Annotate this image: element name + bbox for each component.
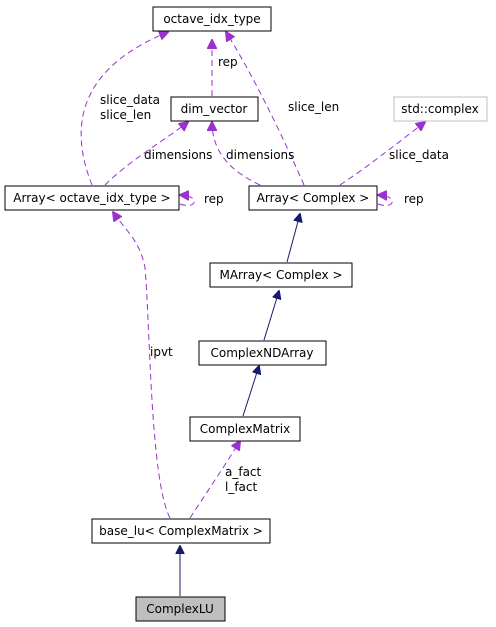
edge-label-slice-data-right: slice_data xyxy=(389,148,449,162)
node-marray-complex-label: MArray< Complex > xyxy=(219,268,342,282)
node-array-complex[interactable]: Array< Complex > xyxy=(248,185,378,211)
edge-label-dimensions-left: dimensions xyxy=(144,148,212,162)
node-dim-vector-label: dim_vector xyxy=(181,102,248,116)
edge-label-rep-left: rep xyxy=(204,192,224,206)
node-marray-complex[interactable]: MArray< Complex > xyxy=(209,262,353,288)
node-std-complex-label: std::complex xyxy=(401,102,479,116)
node-complex-nd-array[interactable]: ComplexNDArray xyxy=(198,340,327,366)
edge-rep-self-arrayidx xyxy=(180,195,195,206)
node-complex-lu-label: ComplexLU xyxy=(146,602,214,616)
edge-label-slice-len-right: slice_len xyxy=(288,100,339,114)
edge-inherit-ndarray-marray xyxy=(263,291,279,341)
node-array-complex-label: Array< Complex > xyxy=(257,191,370,205)
node-octave-idx-type[interactable]: octave_idx_type xyxy=(152,6,272,32)
edge-label-ipvt: ipvt xyxy=(150,345,173,359)
edge-label-l-fact: l_fact xyxy=(225,480,258,494)
edge-dimensions-arrayidx-dimvector xyxy=(104,122,188,186)
node-octave-idx-type-label: octave_idx_type xyxy=(163,12,260,26)
edge-slicelen-arraycomplex-octaveidx xyxy=(226,32,305,186)
node-complex-matrix-label: ComplexMatrix xyxy=(200,422,290,436)
node-base-lu-label: base_lu< ComplexMatrix > xyxy=(99,524,263,538)
edge-label-rep-right: rep xyxy=(404,192,424,206)
edge-slice-arrayidx-octaveidx xyxy=(80,32,168,186)
node-complex-nd-array-label: ComplexNDArray xyxy=(211,346,314,360)
edge-fact-baselu-complexmatrix xyxy=(189,441,240,519)
edge-label-dimensions-right: dimensions xyxy=(226,148,294,162)
edge-ipvt-baselu-arrayidx xyxy=(113,212,171,519)
edge-label-slice-data-left: slice_data xyxy=(100,93,160,107)
node-array-octave-idx-type[interactable]: Array< octave_idx_type > xyxy=(4,185,180,211)
edge-rep-self-arraycomplex xyxy=(378,195,393,206)
node-complex-lu[interactable]: ComplexLU xyxy=(135,596,226,622)
node-complex-matrix[interactable]: ComplexMatrix xyxy=(189,416,301,442)
edge-label-slice-len-left: slice_len xyxy=(100,108,151,122)
edge-inherit-marray-array xyxy=(286,214,300,263)
edge-slicedata-arraycomplex-stdcomplex xyxy=(339,122,425,186)
node-std-complex[interactable]: std::complex xyxy=(393,96,488,122)
edge-label-rep-top: rep xyxy=(218,55,238,69)
edge-inherit-matrix-ndarray xyxy=(242,366,259,417)
node-base-lu[interactable]: base_lu< ComplexMatrix > xyxy=(91,518,271,544)
edge-label-a-fact: a_fact xyxy=(225,465,262,479)
edge-dimensions-arraycomplex-dimvector xyxy=(212,122,261,186)
node-array-octave-idx-type-label: Array< octave_idx_type > xyxy=(13,191,170,205)
node-dim-vector[interactable]: dim_vector xyxy=(170,96,259,122)
